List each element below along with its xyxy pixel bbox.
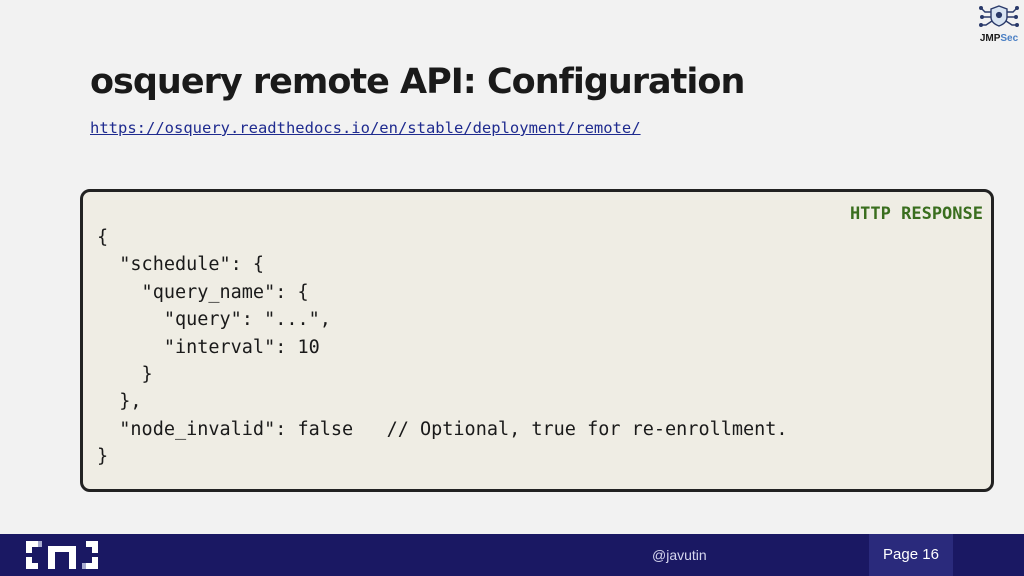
footer-bar: @javutin Page 16: [0, 534, 1024, 576]
author-handle: @javutin: [652, 547, 707, 563]
code-line: }: [97, 446, 109, 468]
code-line: "interval": 10: [97, 336, 320, 358]
shield-circuit-icon: [979, 5, 1020, 28]
docs-link[interactable]: https://osquery.readthedocs.io/en/stable…: [90, 119, 641, 137]
code-line: }: [97, 364, 153, 386]
jmpsec-logo: JMPSec: [979, 5, 1020, 44]
code-line: "schedule": {: [97, 254, 265, 276]
code-tag: HTTP RESPONSE: [849, 204, 983, 224]
svg-text:JMPSec: JMPSec: [980, 33, 1019, 44]
code-line: "query": "...",: [97, 309, 331, 331]
code-panel: HTTP RESPONSE { "schedule": { "query_nam…: [80, 189, 994, 492]
page-number: Page 16: [869, 534, 953, 576]
slide-title: osquery remote API: Configuration: [90, 62, 745, 102]
code-line: {: [97, 227, 109, 248]
code-line: "node_invalid": false // Optional, true …: [97, 418, 788, 440]
code-block: { "schedule": { "query_name": { "query":…: [97, 224, 788, 471]
code-line: },: [97, 391, 142, 413]
bracket-n-logo-icon: [26, 541, 98, 569]
code-line: "query_name": {: [97, 281, 309, 303]
